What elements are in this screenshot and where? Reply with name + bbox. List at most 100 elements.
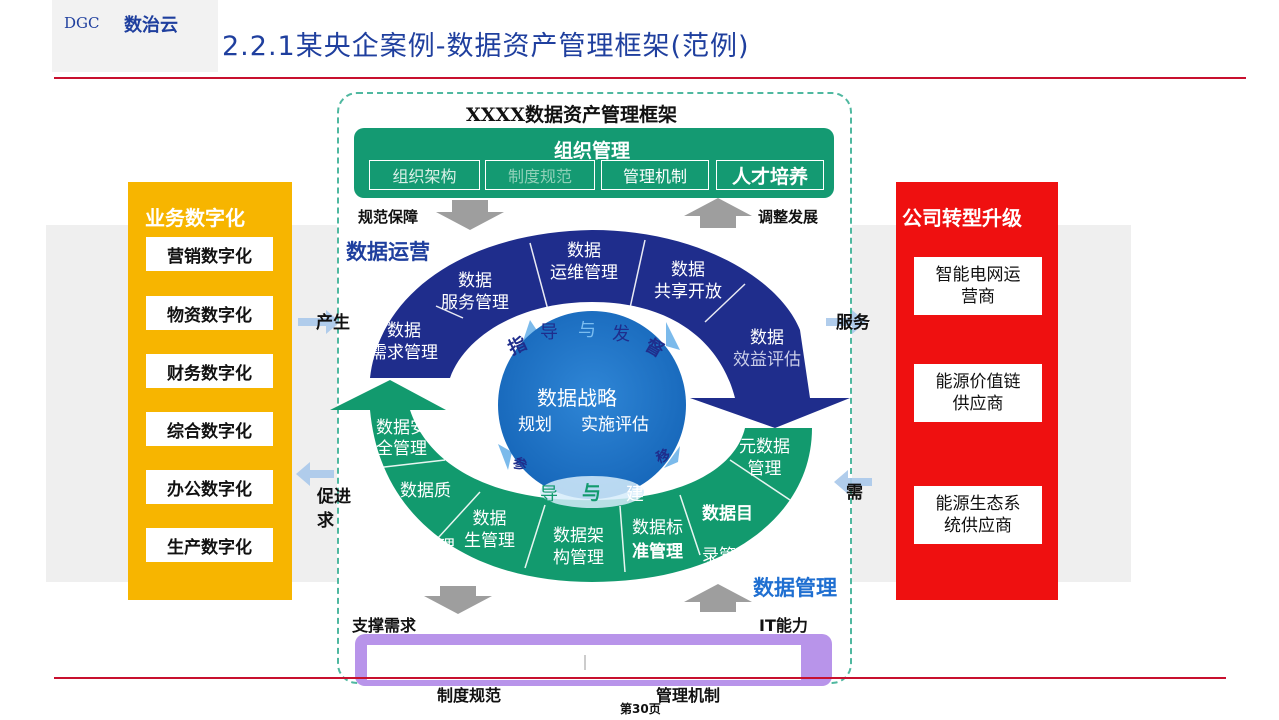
down-arrow-icon [424, 586, 492, 614]
arc-dividers [375, 239, 791, 573]
operations-segment-benefit: 数据 效益评估 [733, 327, 801, 371]
up-arrow-icon [684, 198, 752, 228]
left-item-finance: 财务数字化 [146, 354, 273, 388]
segment-line: 数据 [387, 321, 421, 341]
segment-line: 数据 [472, 509, 507, 529]
arc-char: 导 [540, 322, 558, 343]
right-item-line: 能源价值链 [935, 372, 1021, 392]
left-arrow-icon [834, 470, 872, 494]
right-item-line: 统供应商 [944, 516, 1012, 536]
left-item-comprehensive: 综合数字化 [146, 412, 273, 446]
label-adjust-develop: 调整发展 [758, 208, 819, 226]
right-item-line: 营商 [961, 287, 995, 307]
arc-char: 导 [540, 484, 558, 505]
label-it-capability: IT能力 [759, 616, 808, 635]
company-transformation-title: 公司转型升级 [902, 206, 1022, 230]
operations-segment-sharing: 数据 共享开放 [654, 259, 722, 303]
segment-line: 需求管理 [370, 343, 438, 363]
management-segment-standard: 数据标 准管理 [632, 516, 683, 564]
segment-line: 数据架 [553, 526, 604, 546]
arc-char: 与 [582, 482, 602, 504]
data-operations-arc [370, 230, 850, 428]
left-item-production: 生产数字化 [146, 528, 273, 562]
footer-divider [54, 677, 1226, 679]
left-item-materials: 物资数字化 [146, 296, 273, 330]
segment-line: 数据标 [632, 518, 683, 538]
down-arrow-icon [436, 200, 504, 230]
up-arrow-icon [684, 584, 752, 612]
segment-line: 运维管理 [550, 263, 618, 283]
footer-item-mechanism: 管理机制 [656, 686, 721, 705]
strategy-glow [540, 476, 644, 508]
operations-segment-demand: 数据 需求管理 [370, 320, 438, 364]
segment-line: 生管理 [464, 531, 515, 551]
data-operations-title: 数据运营 [346, 240, 430, 264]
right-item-line: 能源生态系 [935, 494, 1021, 514]
right-arrow-icon [298, 310, 340, 334]
data-management-title: 数据管理 [753, 576, 837, 600]
left-item-office: 办公数字化 [146, 470, 273, 504]
framework-title: XXXX数据资产管理框架 [466, 104, 677, 126]
operations-segment-maintenance: 数据 运维管理 [550, 240, 618, 284]
management-segment-metadata: 元数据 管理 [739, 436, 790, 480]
label-norm-guarantee: 规范保障 [358, 208, 419, 226]
segment-line: 数据 [750, 328, 784, 348]
connector-serve: 服务 [836, 313, 870, 333]
segment-line: 效益评估 [733, 350, 801, 370]
footer-item-rules: 制度规范 [437, 686, 502, 705]
left-arrow-icon [296, 462, 334, 486]
management-segment-quality-line2: 量管理 [404, 537, 455, 557]
segment-line: 全管理 [376, 439, 427, 459]
org-item-structure: 组织架构 [369, 160, 480, 190]
segment-line: 数据安 [376, 418, 427, 438]
data-strategy-title: 数据战略 [537, 386, 617, 410]
connector-need: 需 [846, 483, 863, 503]
connector-promote: 促进 [317, 487, 351, 507]
data-strategy-circle [498, 311, 686, 499]
segment-line: 数据 [458, 271, 492, 291]
right-item-line: 供应商 [952, 394, 1004, 414]
segment-line: 录管理 [702, 546, 753, 566]
page-number: 第30页 [620, 702, 661, 716]
org-item-mechanism: 管理机制 [601, 160, 709, 190]
brand-logo-text: DGC [64, 14, 100, 32]
left-item-marketing: 营销数字化 [146, 237, 273, 271]
right-arrow-icon [826, 310, 866, 334]
segment-line: 数据质 [400, 481, 451, 501]
segment-line: 数据目 [702, 504, 753, 524]
segment-line: 数据 [671, 260, 705, 280]
operations-segment-service: 数据 服务管理 [441, 270, 509, 314]
strategy-item-evaluate: 实施评估 [581, 415, 649, 435]
right-item-smart-grid: 智能电网运营商 [914, 257, 1042, 315]
segment-line: 管理 [747, 459, 782, 479]
org-item-rules: 制度规范 [485, 160, 595, 190]
business-digitalization-title: 业务数字化 [145, 206, 245, 230]
connector-produce: 产生 [316, 313, 350, 333]
right-item-value-chain: 能源价值链供应商 [914, 364, 1042, 422]
org-management-title: 组织管理 [554, 140, 631, 162]
brand-name: 数治云 [124, 15, 178, 36]
slide-title: 2.2.1某央企案例-数据资产管理框架(范例) [222, 31, 750, 62]
arc-char: 与 [578, 320, 596, 341]
segment-line: 构管理 [553, 548, 604, 568]
management-segment-security: 数据安 全管理 [376, 418, 427, 460]
management-segment-quality: 数据质 [400, 481, 451, 502]
right-item-line: 智能电网运 [935, 265, 1021, 285]
management-segment-lifecycle: 数据 生管理 [464, 508, 515, 552]
connector-promote-line2: 求 [317, 511, 334, 531]
arc-char: 发 [612, 324, 630, 345]
strategy-item-plan: 规划 [518, 415, 552, 435]
org-item-talent: 人才培养 [716, 160, 824, 190]
right-item-ecosystem: 能源生态系统供应商 [914, 486, 1042, 544]
segment-line: 共享开放 [654, 282, 722, 302]
header-divider [54, 77, 1246, 79]
arrow-icon [664, 446, 680, 468]
segment-line: 准管理 [632, 542, 683, 562]
arrow-icon [498, 444, 512, 470]
segment-line: 元数据 [739, 437, 790, 457]
brand-area [52, 0, 218, 72]
arrow-icon [666, 322, 680, 350]
management-segment-catalog: 数据目 录管理 [702, 493, 753, 577]
management-segment-architecture: 数据架 构管理 [553, 525, 604, 569]
